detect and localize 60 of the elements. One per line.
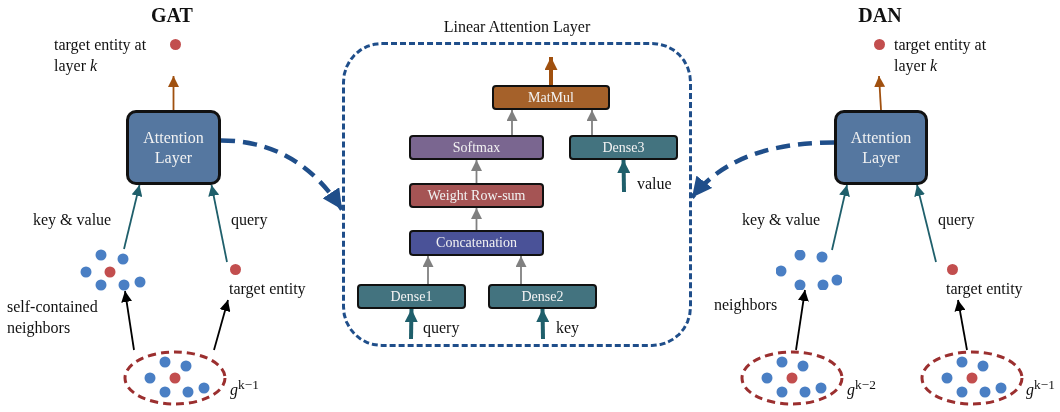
arrow	[471, 207, 482, 231]
operation-box	[409, 135, 544, 160]
arrow	[617, 159, 631, 193]
arrow	[831, 184, 850, 251]
arrow	[506, 109, 518, 136]
node-caption: self-contained neighbors	[7, 297, 99, 338]
operation-box	[409, 183, 544, 208]
operation-label: Dense3	[602, 138, 645, 157]
dot-cluster-drawing	[80, 249, 146, 291]
operation-box	[492, 85, 610, 110]
graph-drawing	[920, 350, 1024, 406]
arrow	[422, 255, 434, 285]
arrow	[954, 299, 968, 351]
node-caption: g$^{k−1}$	[230, 376, 260, 401]
layer-label: Attention Layer	[142, 127, 205, 168]
operation-label: Dense1	[390, 287, 433, 306]
dashed-curved-arrow	[220, 138, 344, 211]
arrow	[208, 184, 228, 263]
dashed-curved-arrow	[690, 140, 835, 199]
edge-label: key & value	[32, 210, 113, 230]
arrow	[121, 290, 135, 351]
arrow	[586, 109, 598, 136]
edge-label: key	[555, 318, 581, 338]
section-heading: GAT	[150, 4, 194, 27]
node-caption: neighbors	[714, 295, 779, 315]
operation-label: MatMul	[528, 88, 574, 107]
operation-box	[357, 284, 466, 309]
output-label: target entity at layer k	[54, 35, 148, 76]
entity-label: target entity	[946, 279, 1023, 299]
section-heading: DAN	[857, 4, 903, 27]
node-caption: g$^{k−1}$	[1026, 376, 1056, 401]
output-label: target entity at layer k	[894, 35, 988, 76]
operation-box	[569, 135, 678, 160]
arrow	[544, 57, 558, 85]
arrow	[536, 308, 550, 340]
operation-box	[409, 230, 544, 256]
arrow	[795, 289, 809, 351]
frame-title: Linear Attention Layer	[443, 18, 591, 36]
arrow	[404, 308, 418, 340]
operation-label: Softmax	[452, 138, 501, 157]
node-caption: g$^{k−2}$	[847, 376, 877, 401]
entity-label: target entity	[229, 279, 306, 299]
operation-label: Concatenation	[436, 234, 517, 252]
arrow	[213, 299, 231, 351]
attention-layer-box	[126, 110, 221, 185]
layer-label: Attention Layer	[849, 127, 913, 168]
arrow	[123, 184, 143, 250]
arrow	[515, 255, 527, 285]
arrow	[168, 75, 179, 111]
attention-layer-box	[834, 110, 928, 185]
graph-drawing	[123, 350, 227, 406]
arrow	[471, 159, 482, 184]
operation-box	[488, 284, 597, 309]
edge-label: key & value	[741, 210, 822, 230]
graph-drawing	[740, 350, 844, 406]
operation-label: Weight Row-sum	[427, 186, 526, 205]
arrow	[874, 75, 886, 111]
arrow	[914, 184, 937, 263]
dot-cluster-drawing	[776, 250, 842, 290]
operation-label: Dense2	[521, 287, 564, 306]
